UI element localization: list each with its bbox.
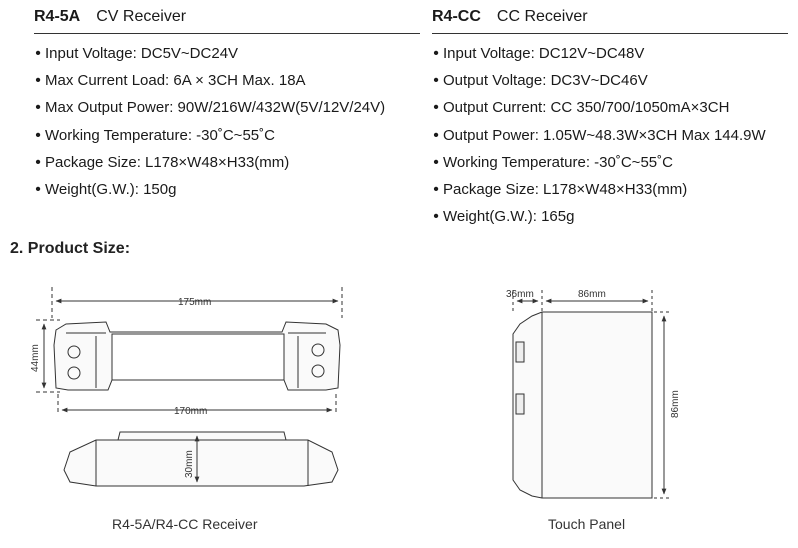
cv-receiver-header: R4-5A CV Receiver (34, 0, 420, 34)
spec-text: Weight(G.W.): 165g (443, 208, 575, 226)
spec-item: •Output Power: 1.05W~48.3W×3CH Max 144.9… (432, 122, 788, 149)
spec-text: Working Temperature: -30˚C~55˚C (443, 153, 673, 171)
spec-text: Package Size: L178×W48×H33(mm) (45, 153, 290, 171)
cv-receiver-type: CV Receiver (96, 7, 187, 25)
bullet-icon: • (35, 99, 41, 117)
spec-item: •Output Current: CC 350/700/1050mA×3CH (432, 94, 788, 121)
bullet-icon: • (433, 99, 439, 117)
spec-item: •Working Temperature: -30˚C~55˚C (34, 122, 420, 149)
bullet-icon: • (433, 45, 439, 62)
spec-item: •Output Voltage: DC3V~DC46V (432, 67, 788, 94)
spec-item: •Working Temperature: -30˚C~55˚C (432, 149, 788, 176)
bullet-icon: • (433, 126, 439, 144)
spec-item: •Max Output Power: 90W/216W/432W(5V/12V/… (34, 94, 420, 121)
spec-item: •Package Size: L178×W48×H33(mm) (34, 149, 420, 176)
panel-caption: Touch Panel (548, 516, 626, 532)
dim-panel-height: 86mm (670, 390, 681, 418)
cv-receiver-model: R4-5A (34, 7, 81, 25)
spec-text: Output Voltage: DC3V~DC46V (443, 72, 648, 90)
spec-text: Output Current: CC 350/700/1050mA×3CH (443, 99, 730, 117)
spec-text: Output Power: 1.05W~48.3W×3CH Max 144.9W (443, 126, 766, 144)
spec-text: Input Voltage: DC5V~DC24V (45, 45, 239, 62)
cc-receiver-model: R4-CC (432, 7, 481, 25)
spec-item: •Weight(G.W.): 150g (34, 176, 420, 203)
spec-item: •Input Voltage: DC5V~DC24V (34, 40, 420, 67)
bullet-icon: • (433, 153, 439, 171)
bullet-icon: • (433, 72, 439, 90)
cc-receiver-spec-list: •Input Voltage: DC12V~DC48V •Output Volt… (432, 40, 788, 230)
bullet-icon: • (35, 72, 41, 90)
dim-side-height: 30mm (184, 450, 195, 478)
spec-item: •Max Current Load: 6A × 3CH Max. 18A (34, 67, 420, 94)
dim-width-body: 170mm (174, 406, 207, 417)
spec-item: •Input Voltage: DC12V~DC48V (432, 40, 788, 67)
spec-item: •Package Size: L178×W48×H33(mm) (432, 176, 788, 203)
dim-height: 44mm (30, 344, 41, 372)
bullet-icon: • (35, 126, 41, 144)
spec-text: Working Temperature: -30˚C~55˚C (45, 126, 275, 144)
receiver-top-view (36, 287, 343, 414)
spec-text: Input Voltage: DC12V~DC48V (443, 45, 645, 62)
spec-text: Weight(G.W.): 150g (45, 180, 177, 198)
spec-item: •Weight(G.W.): 165g (432, 203, 788, 230)
dim-width-overall: 175mm (178, 297, 211, 308)
dim-panel-depth: 36mm (506, 289, 534, 300)
spec-text: Package Size: L178×W48×H33(mm) (443, 180, 688, 198)
touch-panel-drawing (512, 290, 672, 499)
cc-receiver-spec-block: R4-CC CC Receiver •Input Voltage: DC12V~… (432, 0, 788, 230)
cv-receiver-spec-list: •Input Voltage: DC5V~DC24V •Max Current … (34, 40, 420, 203)
bullet-icon: • (35, 153, 41, 171)
bullet-icon: • (433, 208, 439, 226)
receiver-caption: R4-5A/R4-CC Receiver (112, 516, 258, 532)
bullet-icon: • (35, 45, 41, 62)
cc-receiver-type: CC Receiver (496, 7, 588, 25)
spec-text: Max Current Load: 6A × 3CH Max. 18A (45, 72, 306, 90)
dim-panel-width: 86mm (578, 289, 606, 300)
section-title: 2. Product Size: (10, 240, 131, 257)
receiver-side-view (63, 431, 339, 487)
bullet-icon: • (35, 180, 41, 198)
cv-receiver-spec-block: R4-5A CV Receiver •Input Voltage: DC5V~D… (34, 0, 420, 203)
spec-text: Max Output Power: 90W/216W/432W(5V/12V/2… (45, 99, 386, 117)
cc-receiver-header: R4-CC CC Receiver (432, 0, 788, 34)
bullet-icon: • (433, 180, 439, 198)
